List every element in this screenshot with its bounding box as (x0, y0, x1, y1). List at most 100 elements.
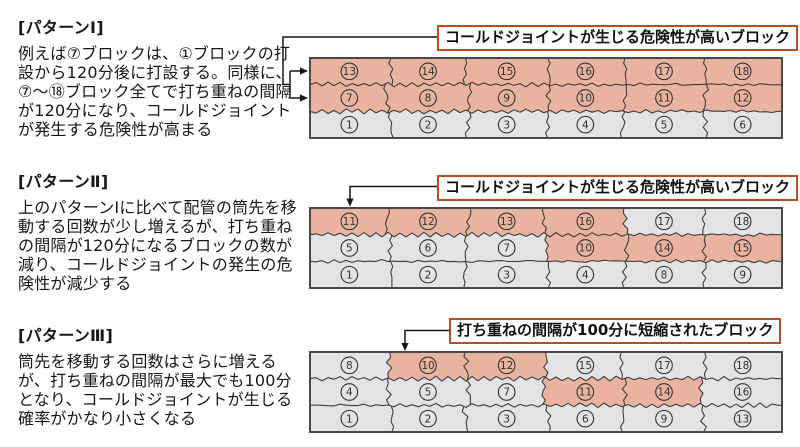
block-number-circle (497, 356, 516, 375)
block-4: 4 (546, 260, 627, 288)
block-number: 9 (503, 93, 510, 105)
block-15: 15 (543, 352, 624, 381)
block-11: 11 (623, 83, 709, 114)
block-18: 18 (702, 208, 782, 237)
block-9: 9 (702, 259, 782, 288)
block-15: 15 (463, 58, 551, 87)
block-number-circle (497, 62, 516, 81)
block-14: 14 (388, 58, 467, 87)
block-number-circle (419, 383, 437, 401)
block-number: 11 (579, 387, 592, 399)
block-10: 10 (545, 83, 627, 114)
block-10: 10 (544, 232, 629, 263)
block-number: 18 (736, 360, 749, 372)
block-number: 17 (657, 216, 670, 228)
block-number: 6 (425, 243, 432, 255)
block-number: 5 (661, 119, 668, 131)
block-14: 14 (624, 232, 707, 263)
block-number: 14 (657, 387, 671, 399)
block-15: 15 (702, 233, 782, 264)
pattern1-body: 例えば⑦ブロックは、①ブロックの打設から120分後に打設する。同様に、⑦〜⑱ブロ… (18, 44, 292, 139)
block-number-circle (733, 383, 752, 401)
block-13: 13 (700, 402, 782, 432)
block-6: 6 (388, 232, 468, 263)
block-number: 1 (346, 119, 353, 131)
block-number: 14 (657, 243, 671, 255)
block-number: 5 (425, 387, 432, 399)
pattern2-heading: [パターンⅡ] (18, 172, 109, 191)
block-number-circle (497, 383, 516, 401)
block-number: 12 (736, 93, 749, 105)
block-number-circle (576, 212, 595, 231)
block-number-circle (655, 212, 673, 231)
block-number: 12 (500, 360, 513, 372)
block-number: 2 (425, 119, 432, 131)
pattern2-text: [パターンⅡ] 上のパターンⅠに比べて配管の筒先を移動する回数が少し増えるが、打… (18, 168, 306, 293)
block-number: 13 (500, 216, 513, 228)
block-number-circle (497, 409, 516, 428)
block-number-circle (497, 115, 516, 134)
block-8: 8 (383, 82, 472, 114)
block-14: 14 (622, 376, 703, 408)
block-number: 15 (736, 243, 749, 255)
pattern3-connector-arrow (401, 329, 449, 351)
block-18: 18 (703, 58, 782, 86)
block-number-circle (340, 115, 359, 134)
block-number: 17 (657, 66, 670, 78)
block-number-circle (576, 239, 595, 257)
block-7: 7 (464, 232, 549, 263)
block-number: 8 (661, 269, 668, 281)
block-number-circle (576, 115, 595, 134)
block-number-circle (733, 115, 752, 134)
block-number: 4 (346, 387, 353, 399)
block-number: 3 (503, 269, 510, 281)
block-number-circle (655, 115, 673, 134)
block-number-circle (419, 356, 437, 375)
pattern3-text: [パターンⅢ] 筒先を移動する回数はさらに増えるが、打ち重ねの間隔が最大でも10… (18, 322, 306, 428)
block-1: 1 (310, 108, 394, 138)
block-11: 11 (542, 376, 628, 408)
block-number: 14 (421, 66, 435, 78)
block-number-circle (340, 239, 359, 257)
block-9: 9 (467, 82, 551, 114)
block-number-circle (497, 265, 516, 284)
block-number-circle (419, 62, 437, 81)
block-number: 9 (739, 269, 746, 281)
block-3: 3 (462, 403, 551, 432)
pattern1-connector-arrows (282, 36, 437, 102)
block-16: 16 (541, 208, 628, 237)
block-number-circle (419, 115, 437, 134)
block-number-circle (576, 409, 595, 428)
block-number: 15 (579, 360, 592, 372)
block-number: 18 (736, 216, 749, 228)
block-number: 7 (503, 243, 510, 255)
block-5: 5 (620, 109, 708, 138)
block-number-circle (733, 62, 752, 81)
block-6: 6 (545, 403, 624, 432)
block-number-circle (497, 239, 516, 257)
block-4: 4 (545, 109, 625, 138)
block-18: 18 (703, 352, 782, 381)
block-3: 3 (465, 109, 550, 138)
pattern3-heading: [パターンⅢ] (18, 326, 114, 345)
block-11: 11 (310, 208, 390, 237)
block-6: 6 (702, 109, 782, 138)
block-number: 16 (736, 387, 750, 399)
block-number-circle (419, 265, 437, 284)
block-number: 6 (582, 413, 589, 425)
block-number-circle (655, 62, 673, 81)
block-16: 16 (547, 58, 627, 87)
block-10: 10 (386, 352, 469, 382)
block-13: 13 (465, 208, 547, 238)
block-number-circle (340, 356, 359, 375)
block-number-circle (655, 265, 673, 284)
block-number-circle (655, 356, 673, 375)
block-number-circle (576, 89, 595, 107)
pattern2-body: 上のパターンⅠに比べて配管の筒先を移動する回数が少し増えるが、打ち重ねの間隔が1… (18, 198, 297, 293)
block-number-circle (576, 62, 595, 81)
block-number-circle (733, 409, 752, 428)
